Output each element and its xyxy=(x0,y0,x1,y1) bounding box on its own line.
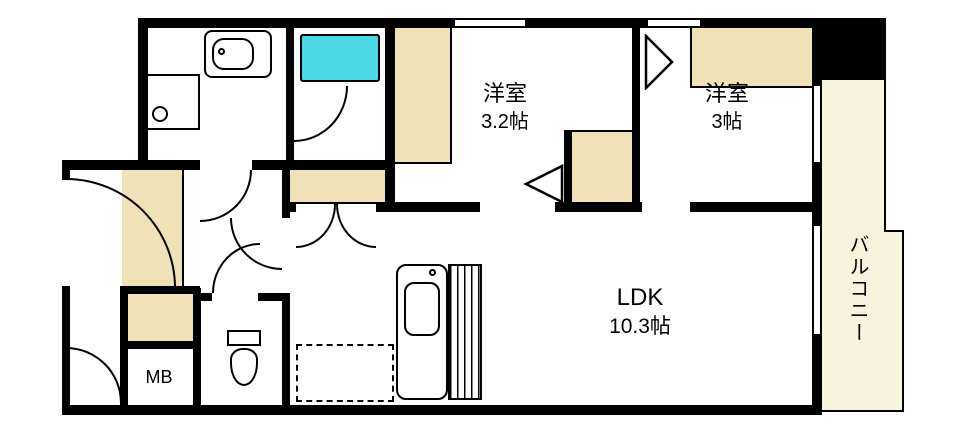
wall-right xyxy=(812,18,822,415)
room2-name: 洋室 xyxy=(704,81,749,106)
corner-column xyxy=(818,28,886,80)
wall-left-top xyxy=(138,18,148,168)
door-swing-triangle-room2 xyxy=(644,34,674,90)
closet-room1 xyxy=(395,28,452,164)
storage-door-arc-right xyxy=(336,204,376,248)
kitchen-sink-icon xyxy=(404,282,440,336)
washbasin-faucet-icon xyxy=(218,48,225,55)
wall-closet-mid-left xyxy=(564,130,572,212)
balcony-label: バルコニー xyxy=(846,234,868,344)
wall-corridor-right-a xyxy=(282,160,290,218)
window-room2 xyxy=(648,18,700,28)
room2-label: 洋室 3帖 xyxy=(662,80,792,135)
wall-outer-left-a xyxy=(62,160,70,180)
room2-size: 3帖 xyxy=(711,110,743,133)
window-room1 xyxy=(455,18,525,28)
ldk-size: 10.3帖 xyxy=(609,315,671,339)
wall-toilet-top-a xyxy=(193,293,212,301)
balcony-area-upper xyxy=(822,78,886,232)
wall-bottom xyxy=(62,405,822,415)
wall-top-c xyxy=(700,18,886,28)
balcony-join-patch xyxy=(824,228,882,234)
toilet-bowl-icon xyxy=(230,348,258,386)
wall-corridor-right-b xyxy=(282,300,290,405)
wall-ldk-top-d xyxy=(690,202,812,212)
kitchen-faucet-icon xyxy=(429,269,436,276)
storage-bottom-left xyxy=(128,294,193,341)
ldk-label: LDK 10.3帖 xyxy=(565,282,715,340)
wall-top-a xyxy=(138,18,455,28)
storage-door-arc-left xyxy=(296,204,336,248)
bathtub-icon xyxy=(300,34,380,82)
ldk-name: LDK xyxy=(616,284,664,311)
mb-label: MB xyxy=(124,366,194,389)
wall-ldk-top-c xyxy=(555,202,642,212)
wall-room1-left xyxy=(385,18,395,212)
wall-mid-a xyxy=(62,160,200,170)
porch-door-arc xyxy=(66,347,122,403)
wall-storage-top xyxy=(120,286,200,294)
washing-machine-pan-icon xyxy=(146,74,200,130)
wall-ldk-top-b xyxy=(376,202,480,212)
wall-mid-b xyxy=(252,160,390,170)
closet-middle xyxy=(572,130,632,204)
wall-toilet-top-b xyxy=(258,293,290,301)
wall-bath-left xyxy=(286,28,294,160)
wall-mb-top xyxy=(120,341,200,349)
kitchen-stove-icon xyxy=(448,264,482,400)
refrigerator-dashed-outline xyxy=(296,344,394,402)
toilet-door-arc xyxy=(212,243,260,293)
window-ldk-balcony xyxy=(812,226,822,334)
door-swing-triangle-room1 xyxy=(523,164,564,204)
toilet-tank-icon xyxy=(227,330,261,346)
room1-label: 洋室 3.2帖 xyxy=(440,80,570,135)
wall-room1-room2 xyxy=(632,18,640,212)
bathroom-door-arc xyxy=(294,86,348,142)
closet-room2 xyxy=(690,28,812,88)
room1-size: 3.2帖 xyxy=(481,110,529,133)
wall-top-b xyxy=(525,18,648,28)
washroom-door-arc xyxy=(200,170,252,222)
washing-machine-drain-icon xyxy=(152,106,168,122)
room1-name: 洋室 xyxy=(482,81,527,106)
mb-text: MB xyxy=(145,367,173,387)
window-room2-balcony xyxy=(812,86,822,162)
storage-above-ldk xyxy=(290,168,386,204)
